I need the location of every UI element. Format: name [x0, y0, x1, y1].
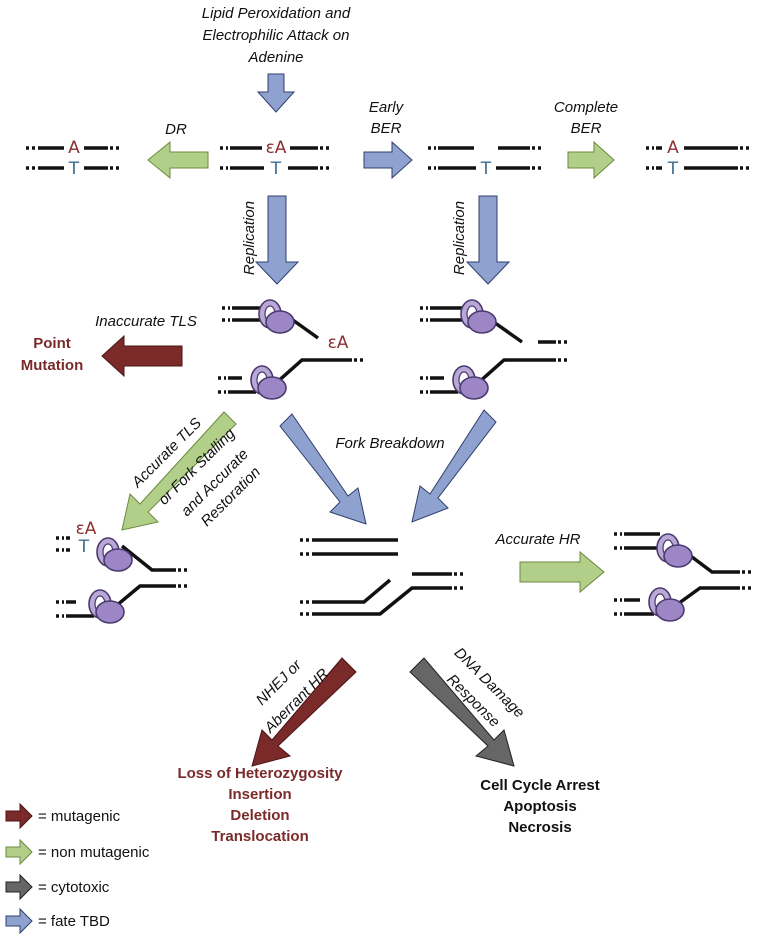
arrow-accurate-tls: [121, 411, 237, 531]
mutagenic-outcome-item: Deletion: [230, 807, 289, 824]
arrow-lipid-to-adduct: [256, 73, 296, 113]
legend-cytotoxic-arrow-icon: [5, 873, 33, 901]
base-adenine: A: [68, 138, 80, 158]
mutagenic-outcomes-list: Loss of Heterozygosity Insertion Deletio…: [177, 765, 343, 845]
base-etheno-adenine: εA: [328, 333, 349, 353]
mutagenic-outcome-item: Insertion: [228, 786, 291, 803]
legend-mutagenic-arrow-icon: [5, 802, 33, 830]
complete-ber-label-line1: Complete: [554, 99, 618, 116]
base-thymine: T: [78, 537, 90, 557]
complete-ber-label-line2: BER: [571, 120, 602, 137]
early-ber-label-line2: BER: [371, 120, 402, 137]
lipid-peroxidation-label-line1: Lipid Peroxidation and: [202, 5, 351, 22]
base-thymine: T: [667, 159, 679, 179]
arrow-complete-ber: [567, 140, 615, 180]
duplex-adduct-center: εA T: [220, 138, 332, 179]
arrow-nhej-aberrant-hr: [251, 657, 357, 767]
polymerase-top: [258, 299, 295, 334]
legend-item-cytotoxic: = cytotoxic: [5, 873, 110, 901]
cytotoxic-outcome-item: Necrosis: [508, 819, 571, 836]
arrow-replication-left: [254, 195, 300, 285]
legend-fate-tbd-arrow-icon: [5, 907, 33, 935]
inaccurate-tls-label: Inaccurate TLS: [95, 313, 197, 330]
legend-item-fate-tbd: = fate TBD: [5, 907, 110, 935]
mutagenic-outcome-item: Translocation: [211, 828, 309, 845]
polymerase-bottom: [648, 587, 685, 622]
polymerase-bottom: [452, 365, 489, 400]
polymerase-bottom: [250, 365, 287, 400]
legend: = mutagenic = non mutagenic = cytotoxic …: [5, 802, 150, 935]
dr-label: DR: [165, 121, 187, 138]
arrow-early-ber: [363, 140, 413, 180]
base-adenine: A: [667, 138, 679, 158]
early-ber-label-line1: Early: [369, 99, 405, 116]
point-mutation-label-line1: Point: [33, 335, 71, 352]
base-etheno-adenine: εA: [76, 519, 97, 539]
replication-right-label: Replication: [451, 201, 468, 275]
polymerase-top: [656, 533, 693, 568]
broken-fork-dsb: [300, 538, 466, 616]
legend-non-mutagenic-arrow-icon: [5, 838, 33, 866]
arrow-accurate-hr: [519, 550, 605, 594]
restored-fork: εA T: [56, 519, 188, 624]
duplex-repaired-left: A T: [26, 138, 122, 179]
legend-item-mutagenic: = mutagenic: [5, 802, 121, 830]
lipid-peroxidation-label-line3: Adenine: [247, 49, 303, 66]
lipid-peroxidation-label-line2: Electrophilic Attack on: [202, 27, 349, 44]
replication-fork-adduct: εA: [218, 299, 366, 400]
arrow-inaccurate-tls: [101, 334, 183, 378]
legend-cytotoxic-label: = cytotoxic: [38, 879, 110, 896]
polymerase-top: [460, 299, 497, 334]
cytotoxic-outcomes-list: Cell Cycle Arrest Apoptosis Necrosis: [480, 777, 600, 836]
base-thymine: T: [270, 159, 282, 179]
arrow-fork-breakdown-left: [279, 413, 367, 525]
mutagenic-outcome-item: Loss of Heterozygosity: [177, 765, 343, 782]
legend-item-non-mutagenic: = non mutagenic: [5, 838, 150, 866]
polymerase-bottom: [88, 589, 125, 624]
replication-left-label: Replication: [241, 201, 258, 275]
arrow-fork-breakdown-right: [411, 409, 497, 523]
arrow-dna-damage-response: [409, 657, 515, 767]
base-etheno-adenine: εA: [266, 138, 287, 158]
legend-non-mutagenic-label: = non mutagenic: [38, 844, 150, 861]
cytotoxic-outcome-item: Apoptosis: [503, 798, 576, 815]
replication-fork-abasic: [420, 299, 568, 400]
cytotoxic-outcome-item: Cell Cycle Arrest: [480, 777, 600, 794]
arrow-replication-right: [465, 195, 511, 285]
duplex-repaired-right: A T: [646, 138, 750, 179]
legend-fate-tbd-label: = fate TBD: [38, 913, 110, 930]
hr-restored-fork: [614, 532, 752, 622]
duplex-abasic: T: [428, 146, 542, 179]
arrow-dr: [147, 140, 209, 180]
base-thymine: T: [68, 159, 80, 179]
legend-mutagenic-label: = mutagenic: [38, 808, 121, 825]
polymerase-top: [96, 537, 133, 572]
base-thymine: T: [480, 159, 492, 179]
accurate-hr-label: Accurate HR: [494, 531, 580, 548]
fork-breakdown-label: Fork Breakdown: [335, 435, 444, 452]
point-mutation-label-line2: Mutation: [21, 357, 83, 374]
